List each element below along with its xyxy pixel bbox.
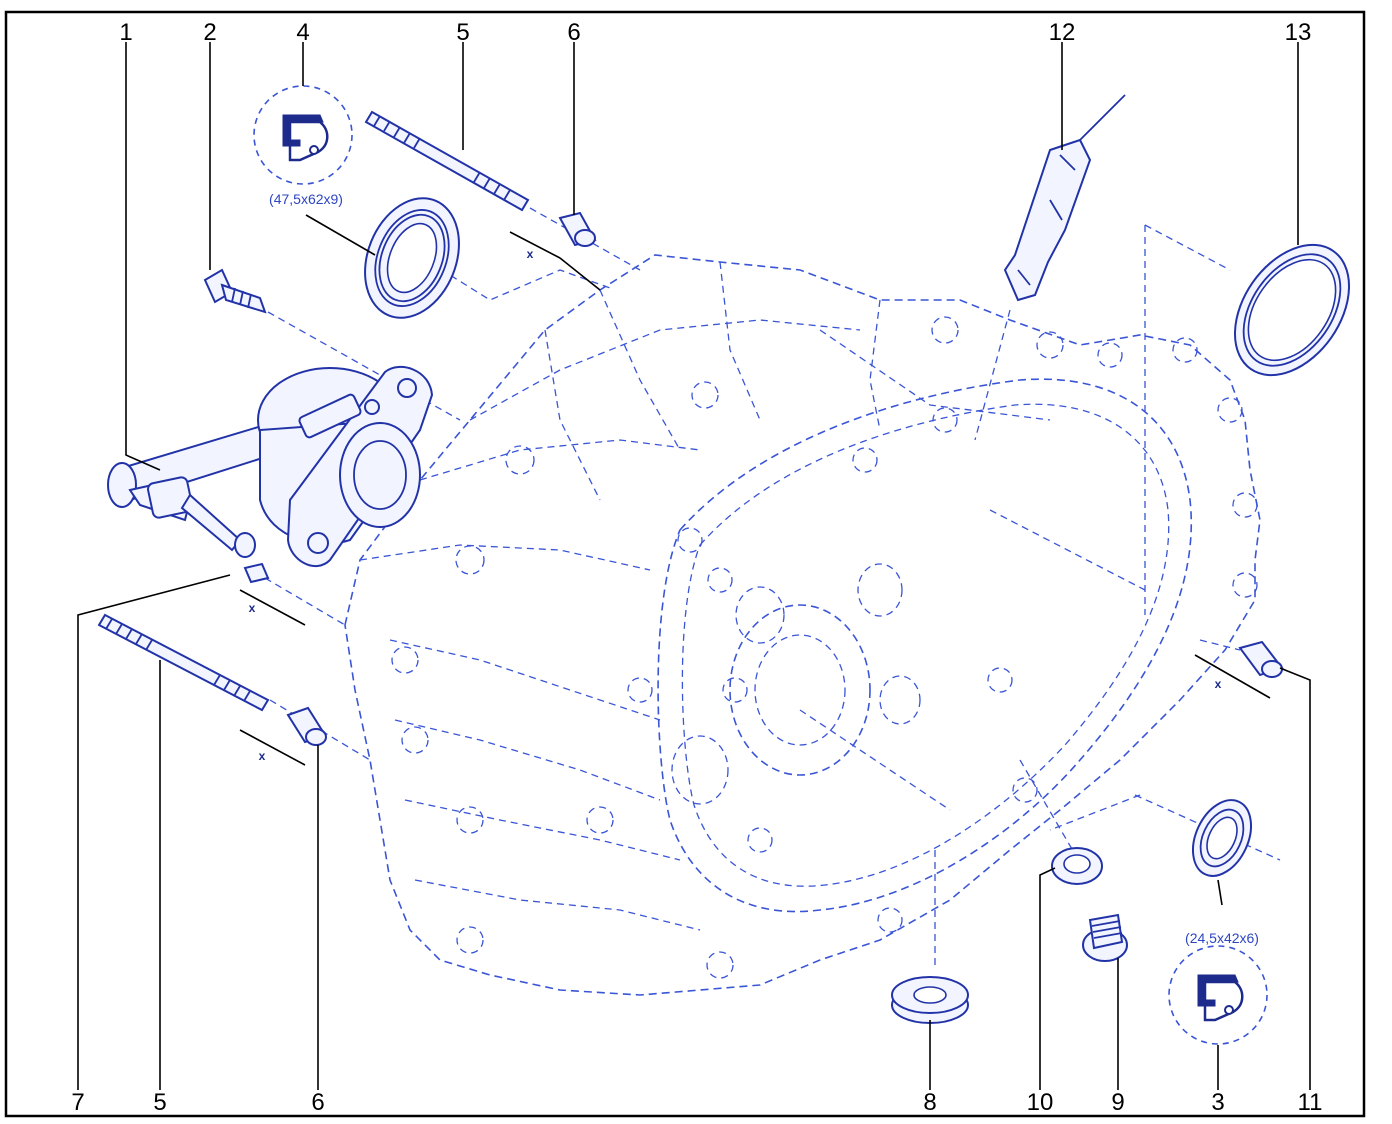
- callout-9: 9: [1111, 1089, 1124, 1116]
- callout-13: 13: [1285, 19, 1312, 46]
- bracket: [1003, 94, 1126, 302]
- measure-x-left: x: [239, 589, 306, 626]
- sealing-washer: [1051, 847, 1103, 885]
- callout-4: 4: [296, 19, 309, 46]
- leader-lines: [77, 42, 1311, 1090]
- stud-top: [364, 110, 530, 212]
- callout-7: 7: [71, 1089, 84, 1116]
- dowel-sleeve-top: [558, 211, 597, 247]
- washer: [891, 976, 969, 1024]
- callout-8: 8: [923, 1089, 936, 1116]
- seal-ring-13: [1233, 243, 1351, 377]
- callout-numbers: 1 2 4 5 6 12 13 7 5 6 8 10 9 3 11: [71, 19, 1322, 1116]
- gearbox-housing: [344, 254, 1261, 996]
- callout-12: 12: [1049, 19, 1076, 46]
- seal-profile-detail-4: [253, 85, 353, 185]
- housing-bosses: [391, 316, 1258, 979]
- callout-10: 10: [1027, 1089, 1054, 1116]
- measure-label: x: [249, 601, 256, 615]
- callout-3: 3: [1211, 1089, 1224, 1116]
- measure-label: x: [527, 247, 534, 261]
- callout-11: 11: [1298, 1089, 1323, 1116]
- seal-3-dimension: (24,5x42x6): [1185, 930, 1259, 946]
- seal-profile-detail-3: [1168, 945, 1268, 1045]
- callout-6-top: 6: [567, 19, 580, 46]
- bolt: [203, 268, 267, 314]
- callout-2: 2: [203, 19, 216, 46]
- seal-4-dimension: (47,5x62x9): [269, 191, 343, 207]
- measure-x-right: x: [1194, 654, 1271, 699]
- shaft-seal-small: [1191, 799, 1253, 877]
- measure-x-bottom: x: [239, 729, 306, 766]
- dowel-pin: [243, 562, 270, 584]
- callout-5-bottom: 5: [153, 1089, 166, 1116]
- drain-plug: [1082, 913, 1128, 962]
- diagram-frame: [4, 10, 1366, 1118]
- callout-6-bottom: 6: [311, 1089, 324, 1116]
- shaft-seal-large: [364, 197, 460, 319]
- callout-1: 1: [119, 19, 132, 46]
- callout-5-top: 5: [456, 19, 469, 46]
- clutch-slave-cylinder: [107, 366, 434, 567]
- measure-label: x: [259, 749, 266, 763]
- dowel-sleeve-right: [1238, 640, 1284, 678]
- stud-bottom: [97, 613, 270, 712]
- dowel-sleeve-bottom: [286, 706, 327, 746]
- measure-label: x: [1215, 677, 1222, 691]
- measure-x-top: x: [509, 231, 601, 291]
- assembly-lines: [264, 207, 1281, 965]
